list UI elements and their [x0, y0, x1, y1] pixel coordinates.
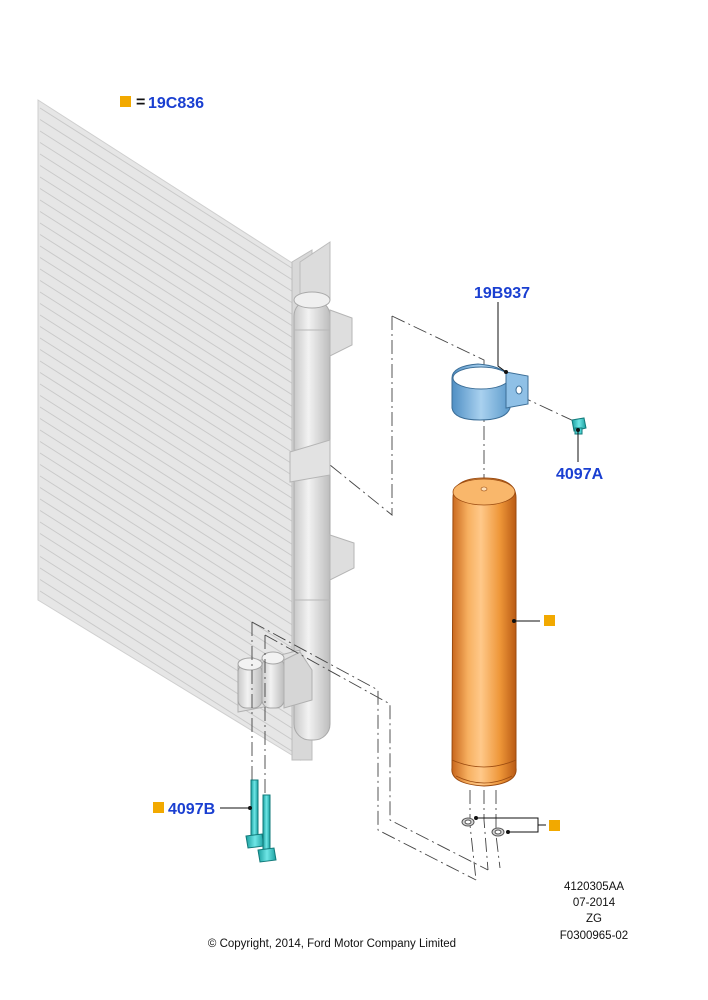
bolts-4097b[interactable]	[245, 779, 277, 863]
condenser-fin	[39, 326, 299, 491]
callout-4097a[interactable]: 4097A	[556, 466, 604, 483]
condenser-fin	[39, 406, 299, 572]
condenser-fin	[39, 303, 299, 468]
condenser-fin	[39, 245, 299, 411]
condenser-fin	[39, 395, 299, 560]
bracket-19b937[interactable]	[451, 363, 529, 421]
condenser-fin	[39, 349, 299, 514]
condenser-fin	[39, 153, 299, 319]
condenser-fin	[39, 418, 299, 583]
condenser-fin	[39, 257, 299, 422]
condenser-fin	[39, 510, 299, 675]
legend-marker-square	[120, 96, 131, 107]
footer-codes: 4120305AA 07-2014 ZG F0300965-02	[560, 881, 628, 942]
condenser-fin	[39, 165, 299, 330]
condenser-fin	[39, 475, 299, 641]
condenser-fin	[39, 487, 299, 652]
condenser-fin	[39, 222, 299, 388]
o-rings[interactable]	[461, 817, 505, 837]
marker-square-o-rings[interactable]	[549, 820, 560, 831]
legend-part-number[interactable]: 19C836	[148, 95, 204, 112]
condenser-fin	[39, 337, 299, 503]
leader-lines	[220, 302, 580, 834]
marker-square-4097b	[153, 802, 164, 813]
condenser-fin	[39, 498, 299, 664]
condenser-fin	[39, 280, 299, 445]
condenser-fin	[39, 142, 299, 307]
legend-equals: =	[136, 94, 145, 111]
condenser-fin	[39, 372, 299, 537]
legend: = 19C836	[120, 94, 204, 112]
condenser-fin	[39, 107, 299, 273]
condenser-fin	[39, 119, 299, 284]
copyright: © Copyright, 2014, Ford Motor Company Li…	[208, 938, 456, 950]
condenser-fin	[39, 211, 299, 376]
footer-figure: F0300965-02	[560, 930, 628, 942]
footer-date: 07-2014	[573, 897, 616, 909]
condenser-fin	[39, 452, 299, 618]
callout-4097b[interactable]: 4097B	[168, 801, 215, 818]
condenser-fin	[39, 291, 299, 457]
dryer-cylinder[interactable]	[451, 477, 517, 787]
callout-4097b-group: 4097B	[153, 801, 215, 818]
condenser-fin	[39, 429, 299, 595]
condenser-fin	[39, 188, 299, 353]
receiver-tank	[289, 291, 355, 741]
condenser-fin	[39, 234, 299, 399]
condenser-fin	[39, 441, 299, 606]
condenser-fin	[39, 314, 299, 480]
condenser-fin	[39, 590, 299, 756]
condenser-fin	[39, 199, 299, 365]
callout-19b937[interactable]: 19B937	[474, 285, 530, 302]
condenser-fin	[39, 360, 299, 526]
assembly-dashed-lines	[251, 315, 579, 881]
condenser-fin	[39, 383, 299, 549]
condenser-fin	[39, 268, 299, 434]
condenser-fin	[39, 130, 299, 296]
condenser-fin	[39, 579, 299, 744]
pipe-block	[237, 649, 313, 713]
condenser-fin	[39, 464, 299, 629]
marker-square-cylinder[interactable]	[544, 615, 555, 626]
footer-code: ZG	[586, 913, 602, 925]
condenser-fin	[39, 176, 299, 342]
footer-ref: 4120305AA	[564, 881, 624, 893]
